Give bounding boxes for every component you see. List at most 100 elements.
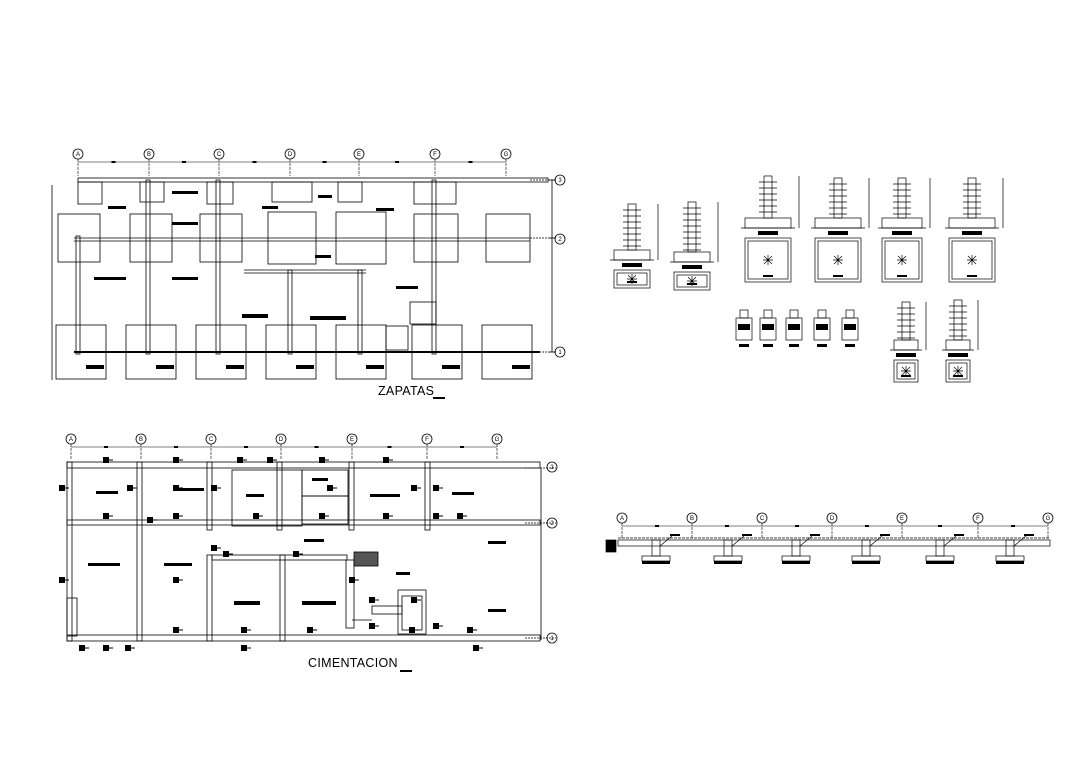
svg-text:A: A bbox=[69, 437, 73, 443]
footing-marker bbox=[59, 577, 69, 583]
grid-axis-f: F bbox=[421, 433, 497, 460]
grid-axis-2: 2 bbox=[554, 233, 566, 245]
svg-text:D: D bbox=[279, 437, 284, 443]
column-detail bbox=[735, 309, 753, 347]
footing-marker bbox=[409, 627, 419, 633]
footing-marker bbox=[241, 645, 251, 651]
section-footing bbox=[713, 534, 752, 564]
footing-marker bbox=[383, 457, 393, 463]
zapatas-title: ZAPATAS bbox=[378, 384, 434, 398]
grid-axis-b: B bbox=[686, 512, 762, 538]
svg-text:C: C bbox=[209, 437, 214, 443]
footing-marker bbox=[173, 577, 183, 583]
footing-marker bbox=[369, 623, 379, 629]
footing-marker bbox=[127, 485, 137, 491]
footing-marker bbox=[173, 627, 183, 633]
column-detail bbox=[813, 309, 831, 347]
svg-text:1: 1 bbox=[550, 636, 554, 642]
svg-text:G: G bbox=[1046, 516, 1051, 522]
footing-marker bbox=[241, 627, 251, 633]
footing-detail bbox=[610, 203, 659, 289]
footing-marker bbox=[467, 627, 477, 633]
svg-text:1: 1 bbox=[558, 350, 562, 356]
footing-marker bbox=[59, 485, 69, 491]
footing-marker bbox=[369, 597, 379, 603]
grid-axis-c: C bbox=[205, 433, 281, 460]
svg-text:D: D bbox=[830, 516, 835, 522]
footing-marker bbox=[457, 513, 467, 519]
svg-text:B: B bbox=[139, 437, 143, 443]
grid-axis-f: F bbox=[429, 148, 506, 176]
section-footing bbox=[781, 534, 820, 564]
svg-text:G: G bbox=[495, 437, 500, 443]
grid-axis-d: D bbox=[826, 512, 902, 538]
grid-axis-d: D bbox=[284, 148, 359, 176]
grid-axis-f: F bbox=[972, 512, 1048, 538]
svg-text:E: E bbox=[900, 516, 904, 522]
svg-text:B: B bbox=[147, 152, 151, 158]
footing-marker bbox=[103, 457, 113, 463]
svg-text:2: 2 bbox=[550, 521, 554, 527]
grid-axis-b: B bbox=[143, 148, 219, 176]
footing-detail bbox=[878, 177, 931, 283]
svg-text:E: E bbox=[357, 152, 361, 158]
svg-text:E: E bbox=[350, 437, 354, 443]
footing-marker bbox=[307, 627, 317, 633]
footing-marker bbox=[319, 513, 329, 519]
footing-marker bbox=[349, 577, 359, 583]
svg-text:A: A bbox=[76, 152, 80, 158]
footing-marker bbox=[211, 545, 221, 551]
footing-marker bbox=[293, 551, 303, 557]
grid-axis-e: E bbox=[353, 148, 435, 176]
grid-axis-c: C bbox=[756, 512, 832, 538]
section-footing bbox=[995, 534, 1034, 564]
footing-detail bbox=[670, 201, 719, 291]
footing-marker bbox=[79, 645, 89, 651]
grid-axis-a: A bbox=[65, 433, 141, 460]
svg-text:A: A bbox=[620, 516, 624, 522]
svg-text:2: 2 bbox=[558, 237, 562, 243]
footing-detail bbox=[890, 301, 927, 383]
section-footing bbox=[925, 534, 964, 564]
footing-marker bbox=[383, 513, 393, 519]
footing-marker bbox=[267, 457, 277, 463]
grid-axis-1: 1 bbox=[554, 346, 566, 358]
column-detail bbox=[841, 309, 859, 347]
grid-axis-3: 3 bbox=[546, 461, 558, 473]
column-detail bbox=[759, 309, 777, 347]
footing-marker bbox=[433, 623, 443, 629]
svg-text:D: D bbox=[288, 152, 293, 158]
footing-marker bbox=[327, 485, 337, 491]
footing-marker bbox=[103, 513, 113, 519]
footing-marker bbox=[411, 597, 421, 603]
grid-axis-a: A bbox=[72, 148, 149, 176]
footing-marker bbox=[103, 645, 113, 651]
svg-text:B: B bbox=[690, 516, 694, 522]
footing-marker bbox=[147, 517, 157, 523]
section-footing bbox=[641, 534, 680, 564]
section-footing bbox=[851, 534, 890, 564]
svg-text:C: C bbox=[217, 152, 222, 158]
footing-detail bbox=[811, 177, 870, 283]
grid-axis-g: G bbox=[1042, 512, 1054, 538]
footing-marker bbox=[173, 513, 183, 519]
svg-text:3: 3 bbox=[558, 178, 562, 184]
grid-axis-e: E bbox=[896, 512, 978, 538]
footing-marker bbox=[173, 457, 183, 463]
column-detail bbox=[785, 309, 803, 347]
foundation-markers bbox=[59, 457, 483, 651]
grid-axis-d: D bbox=[275, 433, 352, 460]
footing-marker bbox=[253, 513, 263, 519]
footing-detail bbox=[945, 177, 1004, 283]
footing-marker bbox=[411, 485, 421, 491]
footing-marker bbox=[433, 513, 443, 519]
footing-marker bbox=[473, 645, 483, 651]
footing-marker bbox=[237, 457, 247, 463]
svg-text:F: F bbox=[433, 152, 437, 158]
